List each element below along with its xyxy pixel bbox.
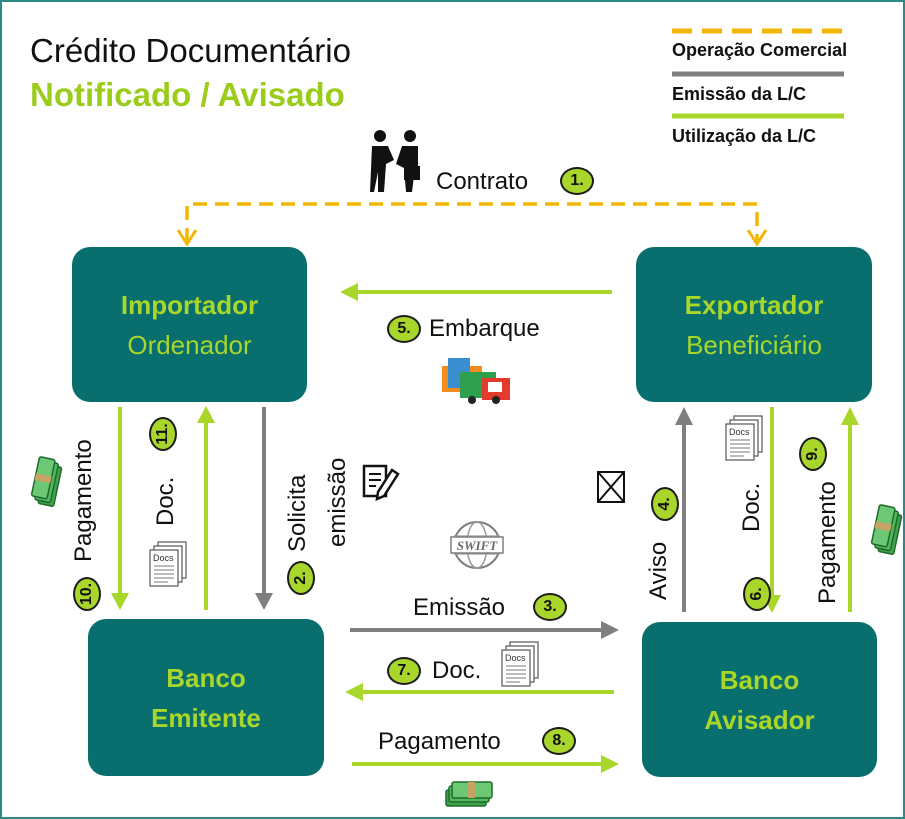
step-1-label: Contrato — [436, 168, 529, 195]
box-banco-avisador-line2: Avisador — [704, 704, 815, 735]
step-3-label: Emissão — [413, 594, 506, 621]
legend-utilization: Utilização da L/C — [672, 126, 817, 146]
swift-icon: SWIFT — [450, 521, 504, 569]
box-banco-avisador: Banco Avisador — [642, 622, 877, 777]
docs-icon-right — [725, 415, 763, 461]
step-11-label: Doc. — [152, 476, 179, 526]
box-importador-title: Importador — [120, 289, 259, 320]
step-5-label: Embarque — [429, 315, 540, 342]
envelope-icon — [597, 471, 625, 503]
box-importador-role: Ordenador — [127, 329, 252, 360]
box-importador: Importador Ordenador — [72, 247, 307, 402]
box-exportador-role: Beneficiário — [686, 329, 822, 360]
page-title: Crédito Documentário — [30, 32, 351, 69]
box-exportador: Exportador Beneficiário — [636, 247, 872, 402]
shipping-icon — [442, 358, 510, 404]
step-10-label: Pagamento — [70, 439, 97, 562]
step-2-badge: 2. — [287, 561, 315, 595]
legend-issuance: Emissão da L/C — [672, 84, 807, 104]
step-4-label: Aviso — [645, 541, 672, 600]
step-2-label-line1: Solicita — [284, 474, 311, 552]
step-1-badge: 1. — [560, 167, 594, 195]
docs-icon-bottom — [501, 641, 539, 687]
step-5-badge: 5. — [387, 315, 421, 343]
step-10-badge: 10. — [73, 577, 101, 611]
box-exportador-title: Exportador — [684, 289, 824, 320]
legend-commercial: Operação Comercial — [672, 40, 848, 60]
step-7-badge: 7. — [387, 657, 421, 685]
step-8-label: Pagamento — [378, 728, 501, 755]
money-bundle-icon-bottom — [445, 781, 493, 807]
box-banco-emitente: Banco Emitente — [88, 619, 324, 776]
contract-arrow-left — [176, 229, 198, 247]
money-bundle-icon-right — [869, 503, 903, 556]
box-banco-emitente-line2: Emitente — [151, 702, 261, 733]
step-4-badge: 4. — [651, 487, 679, 521]
step-6-badge: 6. — [743, 577, 771, 611]
box-banco-avisador-line1: Banco — [719, 664, 800, 695]
money-bundle-icon-left — [29, 455, 64, 508]
step-9-badge: 9. — [799, 437, 827, 471]
step-8-badge: 8. — [542, 727, 576, 755]
step-7-label: Doc. — [432, 657, 482, 684]
page-subtitle: Notificado / Avisado — [30, 76, 345, 113]
docs-icon-left — [149, 541, 187, 587]
box-banco-emitente-line1: Banco — [166, 662, 246, 693]
step-6-label: Doc. — [738, 482, 765, 532]
step-11-badge: 11. — [149, 417, 177, 451]
svg-text:SWIFT: SWIFT — [457, 538, 499, 553]
step-2-label-line2: emissão — [324, 457, 351, 547]
contract-connector — [185, 202, 759, 242]
handshake-icon — [370, 130, 420, 192]
form-edit-icon — [362, 464, 400, 502]
step-9-label: Pagamento — [814, 481, 841, 604]
step-3-badge: 3. — [533, 593, 567, 621]
contract-arrow-right — [746, 229, 768, 247]
